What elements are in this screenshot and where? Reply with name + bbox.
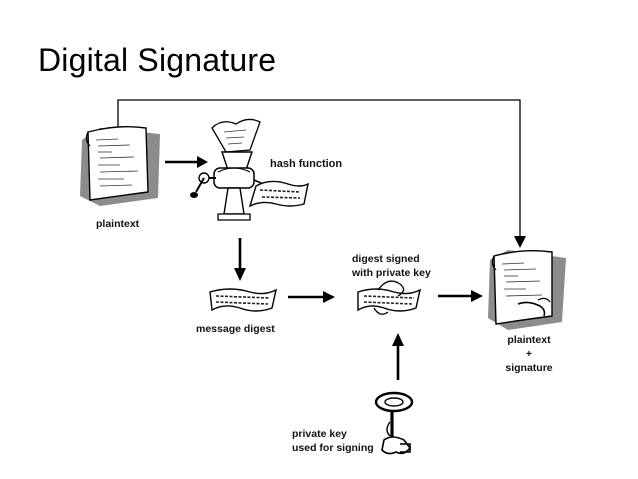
private-key-line-1: private key — [292, 428, 347, 440]
hash-function-label: hash function — [270, 158, 342, 170]
private-key-label: private key used for signing — [292, 427, 374, 455]
private-key-line-2: used for signing — [292, 442, 374, 454]
plaintext-label: plaintext — [96, 218, 140, 230]
arrow-plaintext-to-hash — [165, 156, 208, 168]
meat-grinder-icon — [190, 118, 309, 221]
digest-ribbon-icon — [209, 288, 278, 312]
arrow-signed-to-output — [438, 290, 483, 302]
arrow-digest-to-signed — [288, 291, 335, 303]
plaintext-document-icon — [80, 125, 160, 206]
key-icon — [374, 391, 414, 455]
signed-document-icon — [488, 249, 566, 330]
arrow-hash-to-digest — [234, 238, 246, 281]
message-digest-label: message digest — [196, 323, 275, 335]
digest-signed-label: digest signed with private key — [352, 252, 431, 280]
plaintext-to-output-connector — [117, 99, 526, 248]
digest-signed-line-1: digest signed — [352, 253, 420, 265]
digest-signed-line-2: with private key — [352, 267, 431, 279]
arrow-key-to-signed — [392, 333, 404, 380]
plaintext-signature-line-1: plaintext — [507, 334, 551, 346]
page-title: Digital Signature — [38, 42, 277, 78]
signed-digest-icon — [357, 280, 422, 315]
plaintext-signature-label: plaintext + signature — [494, 333, 564, 375]
plaintext-signature-line-3: signature — [505, 362, 553, 374]
plaintext-signature-line-2: + — [525, 348, 533, 360]
